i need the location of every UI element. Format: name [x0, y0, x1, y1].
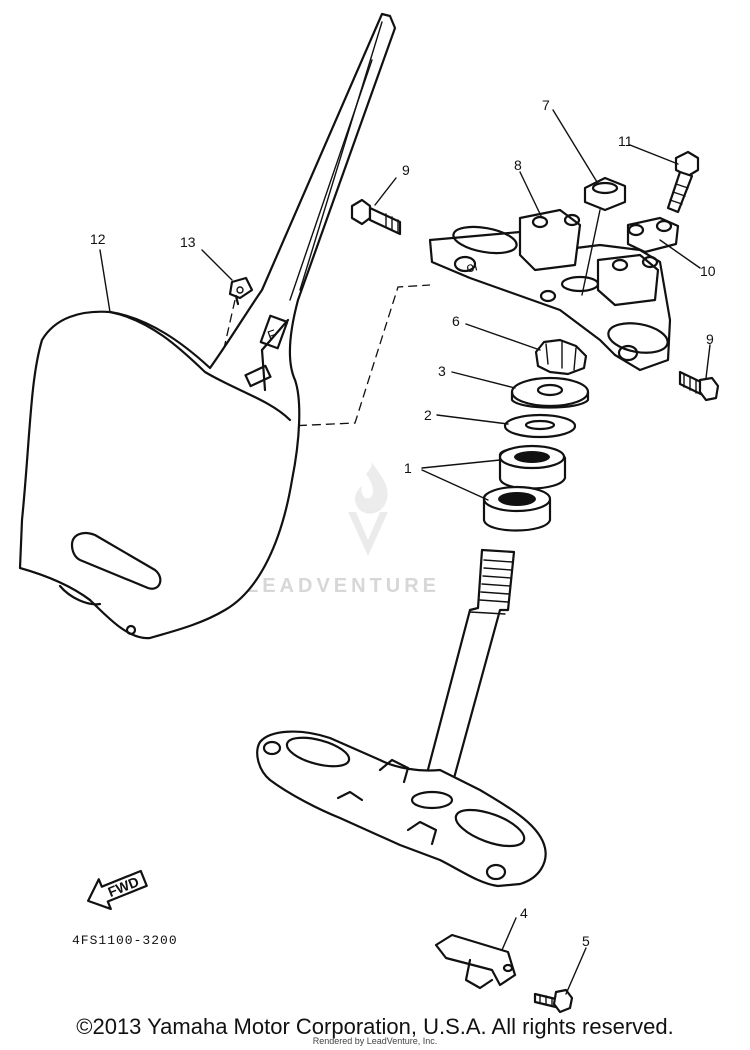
cable-guide-4 [434, 933, 517, 990]
callout-13: 13 [180, 234, 196, 250]
callout-10: 10 [700, 263, 716, 279]
callout-7: 7 [542, 97, 550, 113]
watermark-logo-icon [348, 462, 388, 556]
callout-1: 1 [404, 460, 412, 476]
leadventure-watermark: LEADVENTURE [246, 462, 440, 597]
callout-3: 3 [438, 363, 446, 379]
callout-11: 11 [618, 133, 633, 149]
callout-4: 4 [520, 905, 528, 921]
steering-stem [256, 548, 547, 888]
bolt-13 [228, 276, 254, 306]
bolt-5 [533, 988, 574, 1014]
bolt-9-right [678, 370, 720, 402]
fwd-arrow: FWD [87, 869, 148, 911]
ring-nut-6 [534, 338, 588, 376]
copyright-text: ©2013 Yamaha Motor Corporation, U.S.A. A… [76, 1014, 674, 1039]
callout-12: 12 [90, 231, 106, 247]
diagram-code: 4FS1100-3200 [72, 933, 178, 948]
callouts: 1 2 3 4 5 6 7 8 9 9 10 11 12 13 [90, 97, 716, 949]
number-plate-body [18, 12, 397, 640]
bolt-11 [666, 150, 700, 214]
number-plate: F [18, 12, 397, 640]
callout-8: 8 [514, 157, 522, 173]
callout-6: 6 [452, 313, 460, 329]
bearing-1-upper [498, 444, 567, 490]
rendered-by-text: Rendered by LeadVenture, Inc. [312, 1036, 438, 1046]
leader-lines [99, 109, 711, 995]
callout-9-left: 9 [402, 162, 410, 178]
callout-5: 5 [582, 933, 590, 949]
bearing-1-lower [482, 485, 552, 532]
washer-2 [503, 413, 577, 439]
nut-7 [583, 176, 627, 212]
washer-3 [510, 376, 590, 409]
fwd-arrow-icon [87, 869, 148, 911]
callout-2: 2 [424, 407, 432, 423]
upper-bracket: ol [428, 208, 672, 372]
svg-text:ol: ol [464, 257, 479, 275]
bolt-9-left [350, 198, 402, 236]
callout-9-right: 9 [706, 331, 714, 347]
watermark-text: LEADVENTURE [246, 575, 440, 597]
